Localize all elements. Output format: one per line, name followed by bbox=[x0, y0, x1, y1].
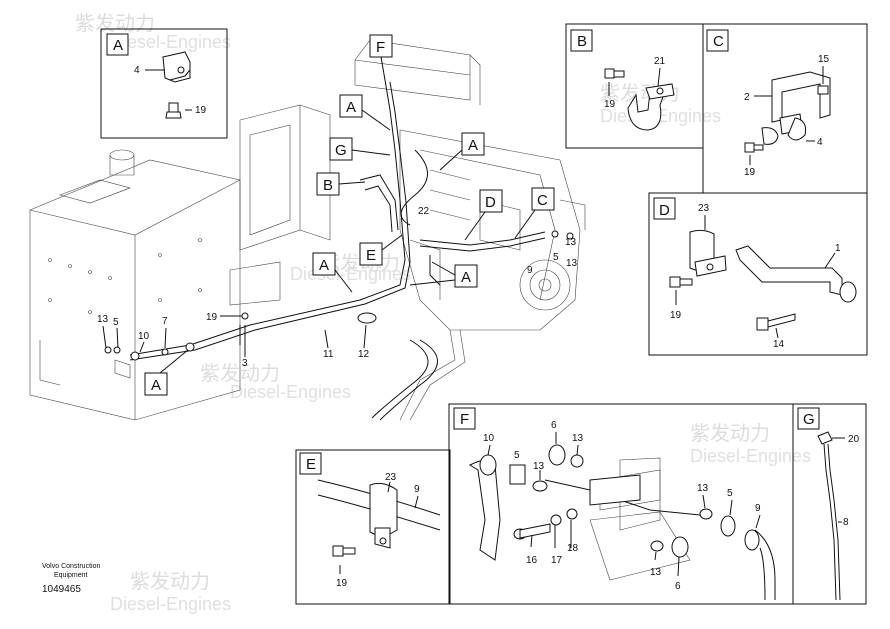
svg-text:E: E bbox=[366, 247, 376, 264]
part-number: 19 bbox=[604, 99, 616, 110]
part-number: 7 bbox=[162, 316, 168, 327]
panel-e: E 23 9 19 bbox=[295, 449, 451, 605]
part-number: 13 bbox=[697, 483, 709, 494]
svg-text:G: G bbox=[335, 142, 347, 159]
part-number: 3 bbox=[242, 358, 248, 369]
part-number: 5 bbox=[727, 488, 733, 499]
svg-text:F: F bbox=[376, 39, 385, 56]
part-number: 23 bbox=[385, 472, 397, 483]
panel-letter: D bbox=[659, 202, 670, 219]
part-number: 19 bbox=[670, 310, 682, 321]
part-number: 13 bbox=[572, 433, 584, 444]
part-number: 5 bbox=[514, 450, 520, 461]
main-assembly: F A G A B D C E bbox=[29, 34, 586, 595]
part-number: 13 bbox=[565, 237, 577, 248]
part-number: 22 bbox=[418, 206, 430, 217]
part-number: 11 bbox=[323, 349, 334, 360]
main-callouts: F A G A B D C E bbox=[144, 34, 555, 396]
svg-text:A: A bbox=[346, 99, 356, 116]
callout-F-main: F bbox=[369, 34, 393, 81]
part-number: 12 bbox=[358, 349, 370, 360]
part-number: 17 bbox=[551, 555, 563, 566]
part-number: 19 bbox=[744, 167, 756, 178]
callout-A-main-2: A bbox=[439, 132, 485, 171]
panel-letter: A bbox=[113, 37, 123, 54]
svg-text:A: A bbox=[461, 269, 471, 286]
part-number: 20 bbox=[848, 434, 860, 445]
watermark-en: Diesel-Engines bbox=[690, 446, 811, 466]
callout-A-main-4: A bbox=[409, 261, 478, 288]
panel-letter: B bbox=[577, 33, 587, 50]
footer: Volvo Construction Equipment 1049465 bbox=[42, 563, 100, 595]
part-number: 23 bbox=[698, 203, 710, 214]
svg-text:C: C bbox=[537, 192, 548, 209]
part-number: 1 bbox=[835, 243, 841, 254]
main-part-numbers: 22 13 5 9 13 19 13 5 10 7 3 11 12 bbox=[97, 206, 578, 369]
footer-line2: Equipment bbox=[54, 572, 88, 579]
hoses bbox=[104, 79, 574, 421]
part-number: 13 bbox=[650, 567, 662, 578]
svg-text:D: D bbox=[485, 194, 496, 211]
part-number: 9 bbox=[527, 265, 533, 276]
watermarks: 紫发动力 Diesel-Engines 紫发动力 Diesel-Engines … bbox=[75, 12, 811, 614]
callout-C-main: C bbox=[514, 187, 555, 239]
part-number: 6 bbox=[675, 581, 681, 592]
footer-number: 1049465 bbox=[42, 584, 81, 595]
callout-A-main-3: A bbox=[312, 252, 353, 293]
part-number: 21 bbox=[654, 56, 666, 67]
part-number: 5 bbox=[113, 317, 119, 328]
callout-B-main: B bbox=[316, 172, 366, 196]
frame bbox=[229, 39, 481, 306]
svg-text:A: A bbox=[151, 377, 161, 394]
svg-text:B: B bbox=[323, 177, 333, 194]
panel-d: D 23 1 19 14 bbox=[648, 192, 868, 356]
part-number: 13 bbox=[533, 461, 545, 472]
watermark-en: Diesel-Engines bbox=[110, 594, 231, 614]
panel-a: A 4 19 bbox=[100, 28, 228, 139]
part-number: 9 bbox=[414, 484, 420, 495]
part-number: 5 bbox=[553, 252, 559, 263]
part-number: 15 bbox=[818, 54, 830, 65]
watermark-en: Diesel-Engines bbox=[110, 32, 231, 52]
svg-text:A: A bbox=[319, 257, 329, 274]
panel-letter: E bbox=[306, 456, 316, 473]
panel-letter: C bbox=[713, 33, 724, 50]
fuel-tank bbox=[29, 149, 241, 421]
callout-G-main: G bbox=[329, 137, 391, 161]
part-number: 6 bbox=[551, 420, 557, 431]
callout-E-main: E bbox=[359, 234, 403, 266]
panel-c: C 15 2 4 19 bbox=[702, 23, 868, 194]
part-number: 19 bbox=[195, 105, 207, 116]
part-number: 19 bbox=[206, 312, 218, 323]
callout-A-main-1: A bbox=[339, 94, 391, 131]
callout-A-main-5: A bbox=[144, 349, 189, 396]
part-number: 18 bbox=[567, 543, 579, 554]
panel-letter: G bbox=[803, 411, 815, 428]
panel-g: G 20 8 bbox=[792, 403, 867, 605]
part-number: 16 bbox=[526, 555, 538, 566]
part-number: 10 bbox=[138, 331, 150, 342]
part-number: 8 bbox=[843, 517, 849, 528]
footer-line1: Volvo Construction bbox=[42, 563, 100, 570]
part-number: 4 bbox=[817, 137, 823, 148]
svg-text:A: A bbox=[468, 137, 478, 154]
watermark-en: Diesel-Engines bbox=[290, 264, 411, 284]
panel-letter: F bbox=[460, 411, 469, 428]
part-number: 19 bbox=[336, 578, 348, 589]
part-number: 13 bbox=[97, 314, 109, 325]
panel-f: F 10 6 13 5 13 13 5 9 16 17 18 13 bbox=[448, 403, 794, 605]
part-number: 2 bbox=[744, 92, 750, 103]
part-number: 10 bbox=[483, 433, 495, 444]
watermark-cn: 紫发动力 bbox=[130, 570, 210, 593]
part-number: 13 bbox=[566, 258, 578, 269]
part-number: 14 bbox=[773, 339, 785, 350]
watermark-en: Diesel-Engines bbox=[230, 382, 351, 402]
watermark-cn: 紫发动力 bbox=[690, 422, 770, 445]
part-number: 9 bbox=[755, 503, 761, 514]
callout-D-main: D bbox=[464, 189, 503, 241]
part-number: 4 bbox=[134, 65, 140, 76]
